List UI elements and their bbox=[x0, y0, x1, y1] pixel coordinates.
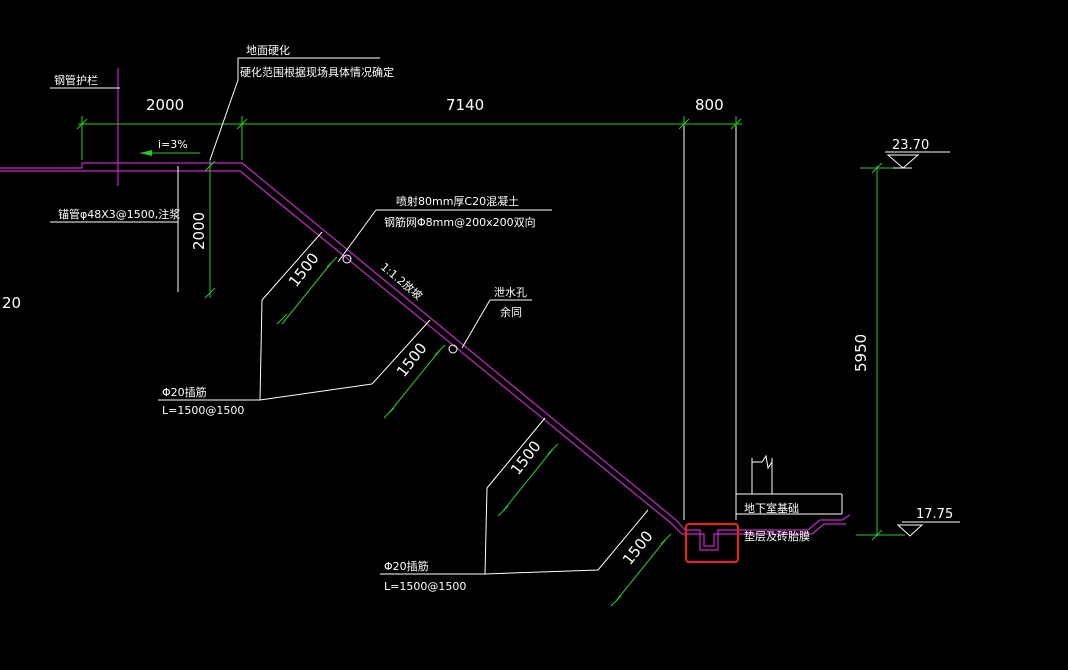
annotation-texts: 钢管护栏 地面硬化 硬化范围根据现场具体情况确定 锚管φ48X3@1500,注浆… bbox=[2, 43, 810, 593]
dim-800: 800 bbox=[695, 96, 724, 114]
highlight-box bbox=[685, 523, 739, 563]
label-dowel-upper-length: L=1500@1500 bbox=[162, 404, 244, 417]
dim-1500-3: 1500 bbox=[507, 437, 545, 478]
dim-1500-4: 1500 bbox=[619, 527, 657, 568]
dim-1500-2: 1500 bbox=[393, 339, 431, 380]
dim-2000-vertical: 2000 bbox=[190, 212, 208, 250]
label-dowel-lower: Φ20插筋 bbox=[384, 559, 429, 573]
label-weep-hole-spacing: 余同 bbox=[500, 305, 522, 319]
leader-lines bbox=[50, 57, 960, 575]
dim-7140: 7140 bbox=[446, 96, 484, 114]
label-guardrail: 钢管护栏 bbox=[54, 73, 98, 87]
slope-line-outer bbox=[0, 162, 851, 551]
label-shotcrete: 喷射80mm厚C20混凝土 bbox=[396, 194, 519, 208]
label-hardening-range: 硬化范围根据现场具体情况确定 bbox=[240, 65, 394, 79]
label-left-edge-fragment: 20 bbox=[2, 294, 21, 312]
label-dowel-lower-length: L=1500@1500 bbox=[384, 580, 466, 593]
label-anchor-pipe: 锚管φ48X3@1500,注浆 bbox=[58, 207, 180, 221]
label-ground-hardening: 地面硬化 bbox=[246, 43, 290, 57]
dim-1500-1: 1500 bbox=[285, 249, 323, 290]
elevation-top: 23.70 bbox=[892, 138, 929, 153]
weep-hole-upper bbox=[342, 254, 352, 264]
dim-5950: 5950 bbox=[852, 334, 870, 372]
label-weep-hole: 泄水孔 bbox=[494, 286, 527, 299]
label-cushion-construction: 垫层及砖胎膜 bbox=[744, 529, 810, 543]
elevation-bottom: 17.75 bbox=[916, 507, 953, 522]
dimension-lines bbox=[76, 116, 905, 607]
drain-gradient: i=3% bbox=[158, 138, 188, 151]
dim-2000-top: 2000 bbox=[146, 96, 184, 114]
label-mesh: 钢筋网Φ8mm@200x200双向 bbox=[384, 215, 536, 229]
slope-line-inner bbox=[0, 170, 846, 547]
label-dowel-upper: Φ20插筋 bbox=[162, 385, 207, 399]
label-basement-foundation: 地下室基础 bbox=[744, 501, 799, 515]
weep-hole-lower bbox=[448, 344, 458, 354]
slope-profile bbox=[0, 68, 851, 551]
weep-hole-symbols bbox=[342, 254, 458, 354]
dimension-texts: 2000 7140 800 2000 5950 1500 1500 1500 1… bbox=[146, 96, 953, 568]
